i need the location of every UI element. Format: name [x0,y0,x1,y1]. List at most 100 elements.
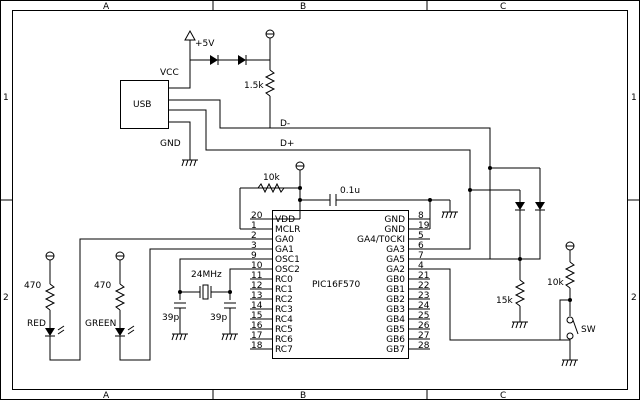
ground-usb-icon [181,159,198,167]
ic-pin-name: GB1 [386,285,405,295]
ic-pin-number: 11 [251,271,262,281]
ic-pin-left: 13 RC2 [250,291,293,305]
usb-dplus-label: D+ [280,139,294,149]
ic-pin-name: VDD [275,215,295,225]
ic-pin-number: 24 [418,301,430,311]
ic-pin-name: GB3 [386,305,405,315]
crystal-value: 24MHz [191,270,222,280]
ic-pin-name: GB0 [386,275,405,285]
ic-pin-name: GB7 [386,345,405,355]
ic-pin-number: 26 [418,321,430,331]
ic-pin-name: GA4/T0CKI [357,235,405,245]
ic-pin-number: 6 [418,241,424,251]
ic-pin-number: 16 [251,321,263,331]
ic-pin-number: 19 [418,221,430,231]
switch-icon [566,316,579,340]
ic-pin-name: GA0 [275,235,294,245]
diode-2-icon [238,55,246,65]
led-red-icon [45,328,55,336]
row-label-1: 1 [3,93,9,103]
ic-pin-number: 2 [251,231,257,241]
ic-pin-number: 13 [251,291,262,301]
switch-label: SW [581,325,596,335]
ic-pin-number: 28 [418,341,430,351]
ic-pin-name: RC2 [275,295,293,305]
ic-pin-name: MCLR [275,225,300,235]
column-label-b: B [300,2,306,12]
capacitor-osc1-value: 39p [162,313,179,323]
ic-pin-right: 5 GA4/T0CKI [357,231,430,245]
ic-pin-number: 18 [251,341,263,351]
ic-pin-name: OSC2 [275,265,300,275]
usb-dminus-label: D- [280,119,290,129]
ic-pin-name: RC3 [275,305,293,315]
resistor-pulldown-value: 15k [496,296,513,306]
ic-pin-name: RC1 [275,285,293,295]
ic-pin-number: 12 [251,281,262,291]
diode-clamp-2-icon [535,202,545,210]
ic-usb-data-wiring: 15k [408,166,545,329]
resistor-mclr-icon [257,182,285,194]
ic-pin-left: 12 RC1 [250,281,293,295]
ground-switch-icon [561,359,578,367]
ic-pin-number: 1 [251,221,257,231]
ic-pin-number: 22 [418,281,429,291]
led-green-icon [115,328,125,336]
ic-pin-left: 15 RC4 [250,311,293,325]
ic-pin-name: GB6 [386,335,405,345]
led-green-label: GREEN [85,319,116,329]
mclr-network: 10k 0.1u [239,161,458,230]
ic-pin-name: RC0 [275,275,293,285]
capacitor-osc1-icon [174,302,186,309]
capacitor-bypass-icon [329,194,337,206]
ic-pin-number: 14 [251,301,263,311]
ic-pin-name: GA1 [275,245,294,255]
ic-pin-name: GB5 [386,325,405,335]
column-label-a: A [103,2,110,12]
resistor-red-value: 470 [24,281,41,291]
ic-ground-wiring [408,198,432,230]
resistor-green-value: 470 [94,281,111,291]
ic-right-pins: 8GND19GND5GA4/T0CKI6GA37GA54GA221GB022GB… [357,211,430,355]
column-label-c: C [500,2,506,12]
resistor-pullup-value: 1.5k [244,81,264,91]
capacitor-osc2-value: 39p [210,313,227,323]
ic-pin-number: 17 [251,331,262,341]
row-label-2: 2 [3,293,9,303]
diode-clamp-1-icon [515,202,525,210]
ic-pin-name: GB4 [386,315,405,325]
capacitor-bypass-value: 0.1u [340,186,360,196]
ic-pin-name: RC6 [275,335,293,345]
ic-pin-left: 20 VDD [250,211,295,225]
column-label-c-bottom: C [500,391,506,400]
capacitor-osc2-icon [224,302,236,309]
ic-pin-name: GA5 [386,255,405,265]
ic-pin-left: 18 RC7 [250,341,293,355]
diode-1-icon [210,55,218,65]
usb-connector: USB VCC GND D- D+ [120,68,294,149]
ic-pin-right: 24 GB3 [386,301,430,315]
ic-pin-name: RC4 [275,315,293,325]
ic-pin-number: 5 [418,231,424,241]
ic-pin-name: GA3 [386,245,405,255]
ic-pin-name: OSC1 [275,255,300,265]
ic-pin-number: 15 [251,311,262,321]
led-green-circuit: 470 GREEN [85,248,272,361]
ic-pin-number: 20 [251,211,263,221]
switch-circuit: 10k SW [408,241,596,367]
ic-pin-right: 28 GB7 [386,341,430,355]
resistor-pulldown-icon [514,279,526,307]
usb-wiring: +5V 1.5k [168,29,491,190]
row-label-1-right: 1 [631,93,637,103]
resistor-mclr-value: 10k [263,173,280,183]
resistor-pullup-icon [264,69,276,97]
ic-pin-name: RC7 [275,345,293,355]
usb-vcc-label: VCC [160,68,179,78]
ic-pin-name: GB2 [386,295,405,305]
